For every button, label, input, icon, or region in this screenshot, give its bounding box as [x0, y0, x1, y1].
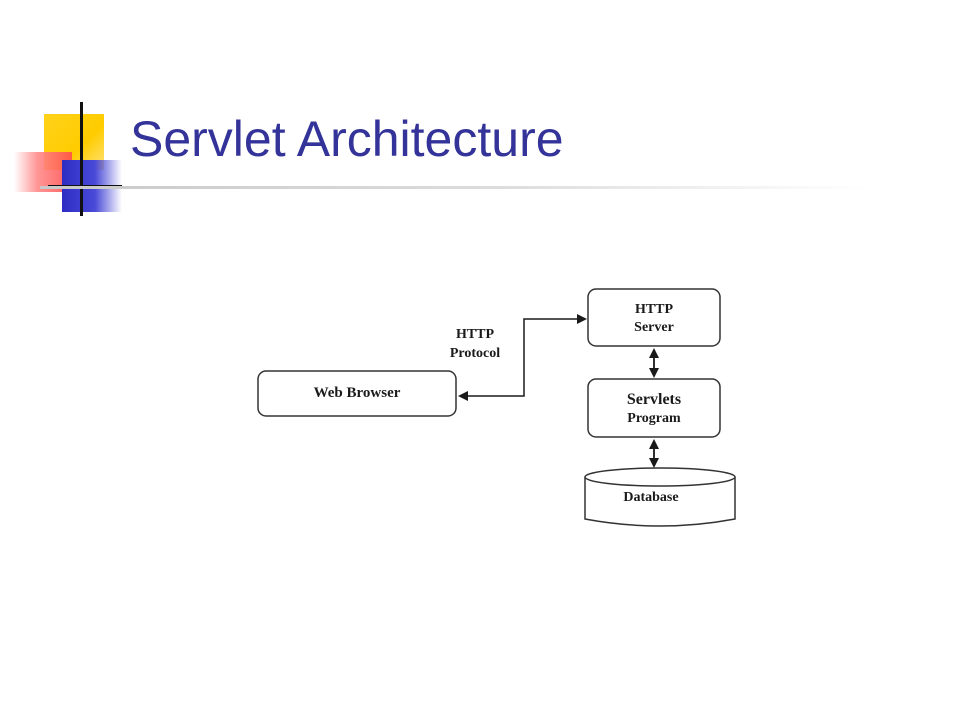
web-browser-label: Web Browser	[314, 385, 401, 401]
protocol-label-line1: HTTP	[456, 327, 495, 342]
http-server-label-line2: Server	[634, 320, 674, 335]
servlets-label-line2: Program	[627, 411, 681, 426]
protocol-label-line2: Protocol	[450, 346, 500, 361]
servlets-label-line1: Servlets	[627, 391, 681, 408]
slide-title: Servlet Architecture	[130, 111, 564, 167]
http-server-node: HTTP Server	[587, 288, 721, 347]
servlets-program-node: Servlets Program	[587, 378, 721, 438]
deco-vertical-line	[80, 102, 83, 216]
title-divider	[40, 186, 870, 189]
database-label: Database	[623, 490, 678, 505]
http-server-label-line1: HTTP	[635, 302, 674, 317]
browser-server-connector	[458, 314, 587, 401]
web-browser-node: Web Browser	[257, 370, 457, 417]
database-node: Database	[584, 467, 736, 527]
